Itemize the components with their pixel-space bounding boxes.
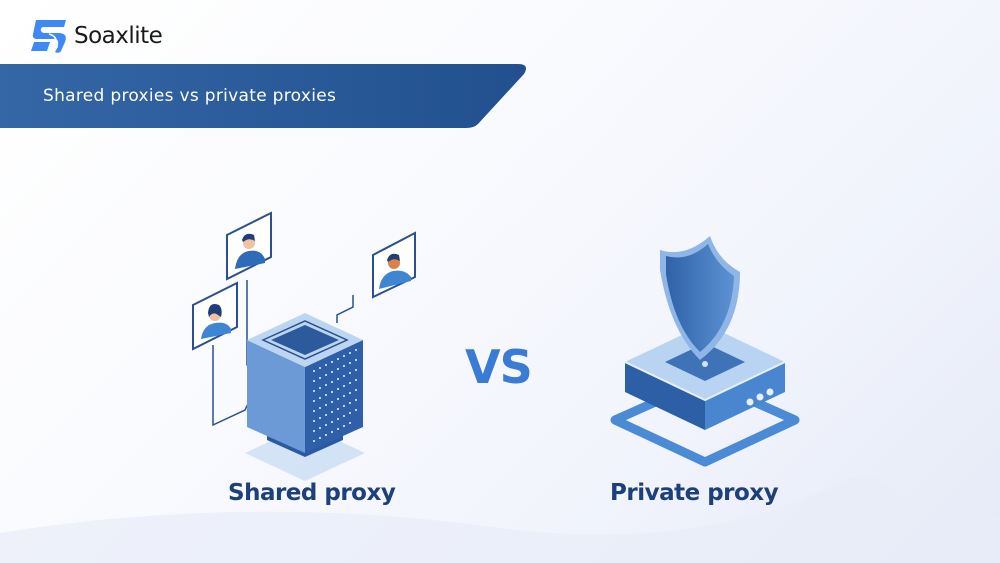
banner-shape [0, 64, 526, 128]
vs-label: VS [465, 340, 533, 394]
shield-server-icon [610, 236, 800, 467]
page-title: Shared proxies vs private proxies [43, 86, 337, 106]
user-avatar-left [192, 281, 238, 351]
shared-server-with-users-icon [192, 211, 416, 481]
private-proxy-caption: Private proxy [610, 480, 779, 506]
background-wave [0, 476, 1000, 563]
user-avatar-right [372, 231, 416, 299]
s-swoosh-logo-icon [31, 20, 66, 53]
brand-name: Soaxlite [74, 23, 163, 49]
title-banner: Shared proxies vs private proxies [0, 64, 528, 128]
brand-logo[interactable]: Soaxlite [30, 18, 163, 54]
shared-proxy-caption: Shared proxy [228, 480, 396, 506]
user-avatar-top [226, 211, 272, 281]
